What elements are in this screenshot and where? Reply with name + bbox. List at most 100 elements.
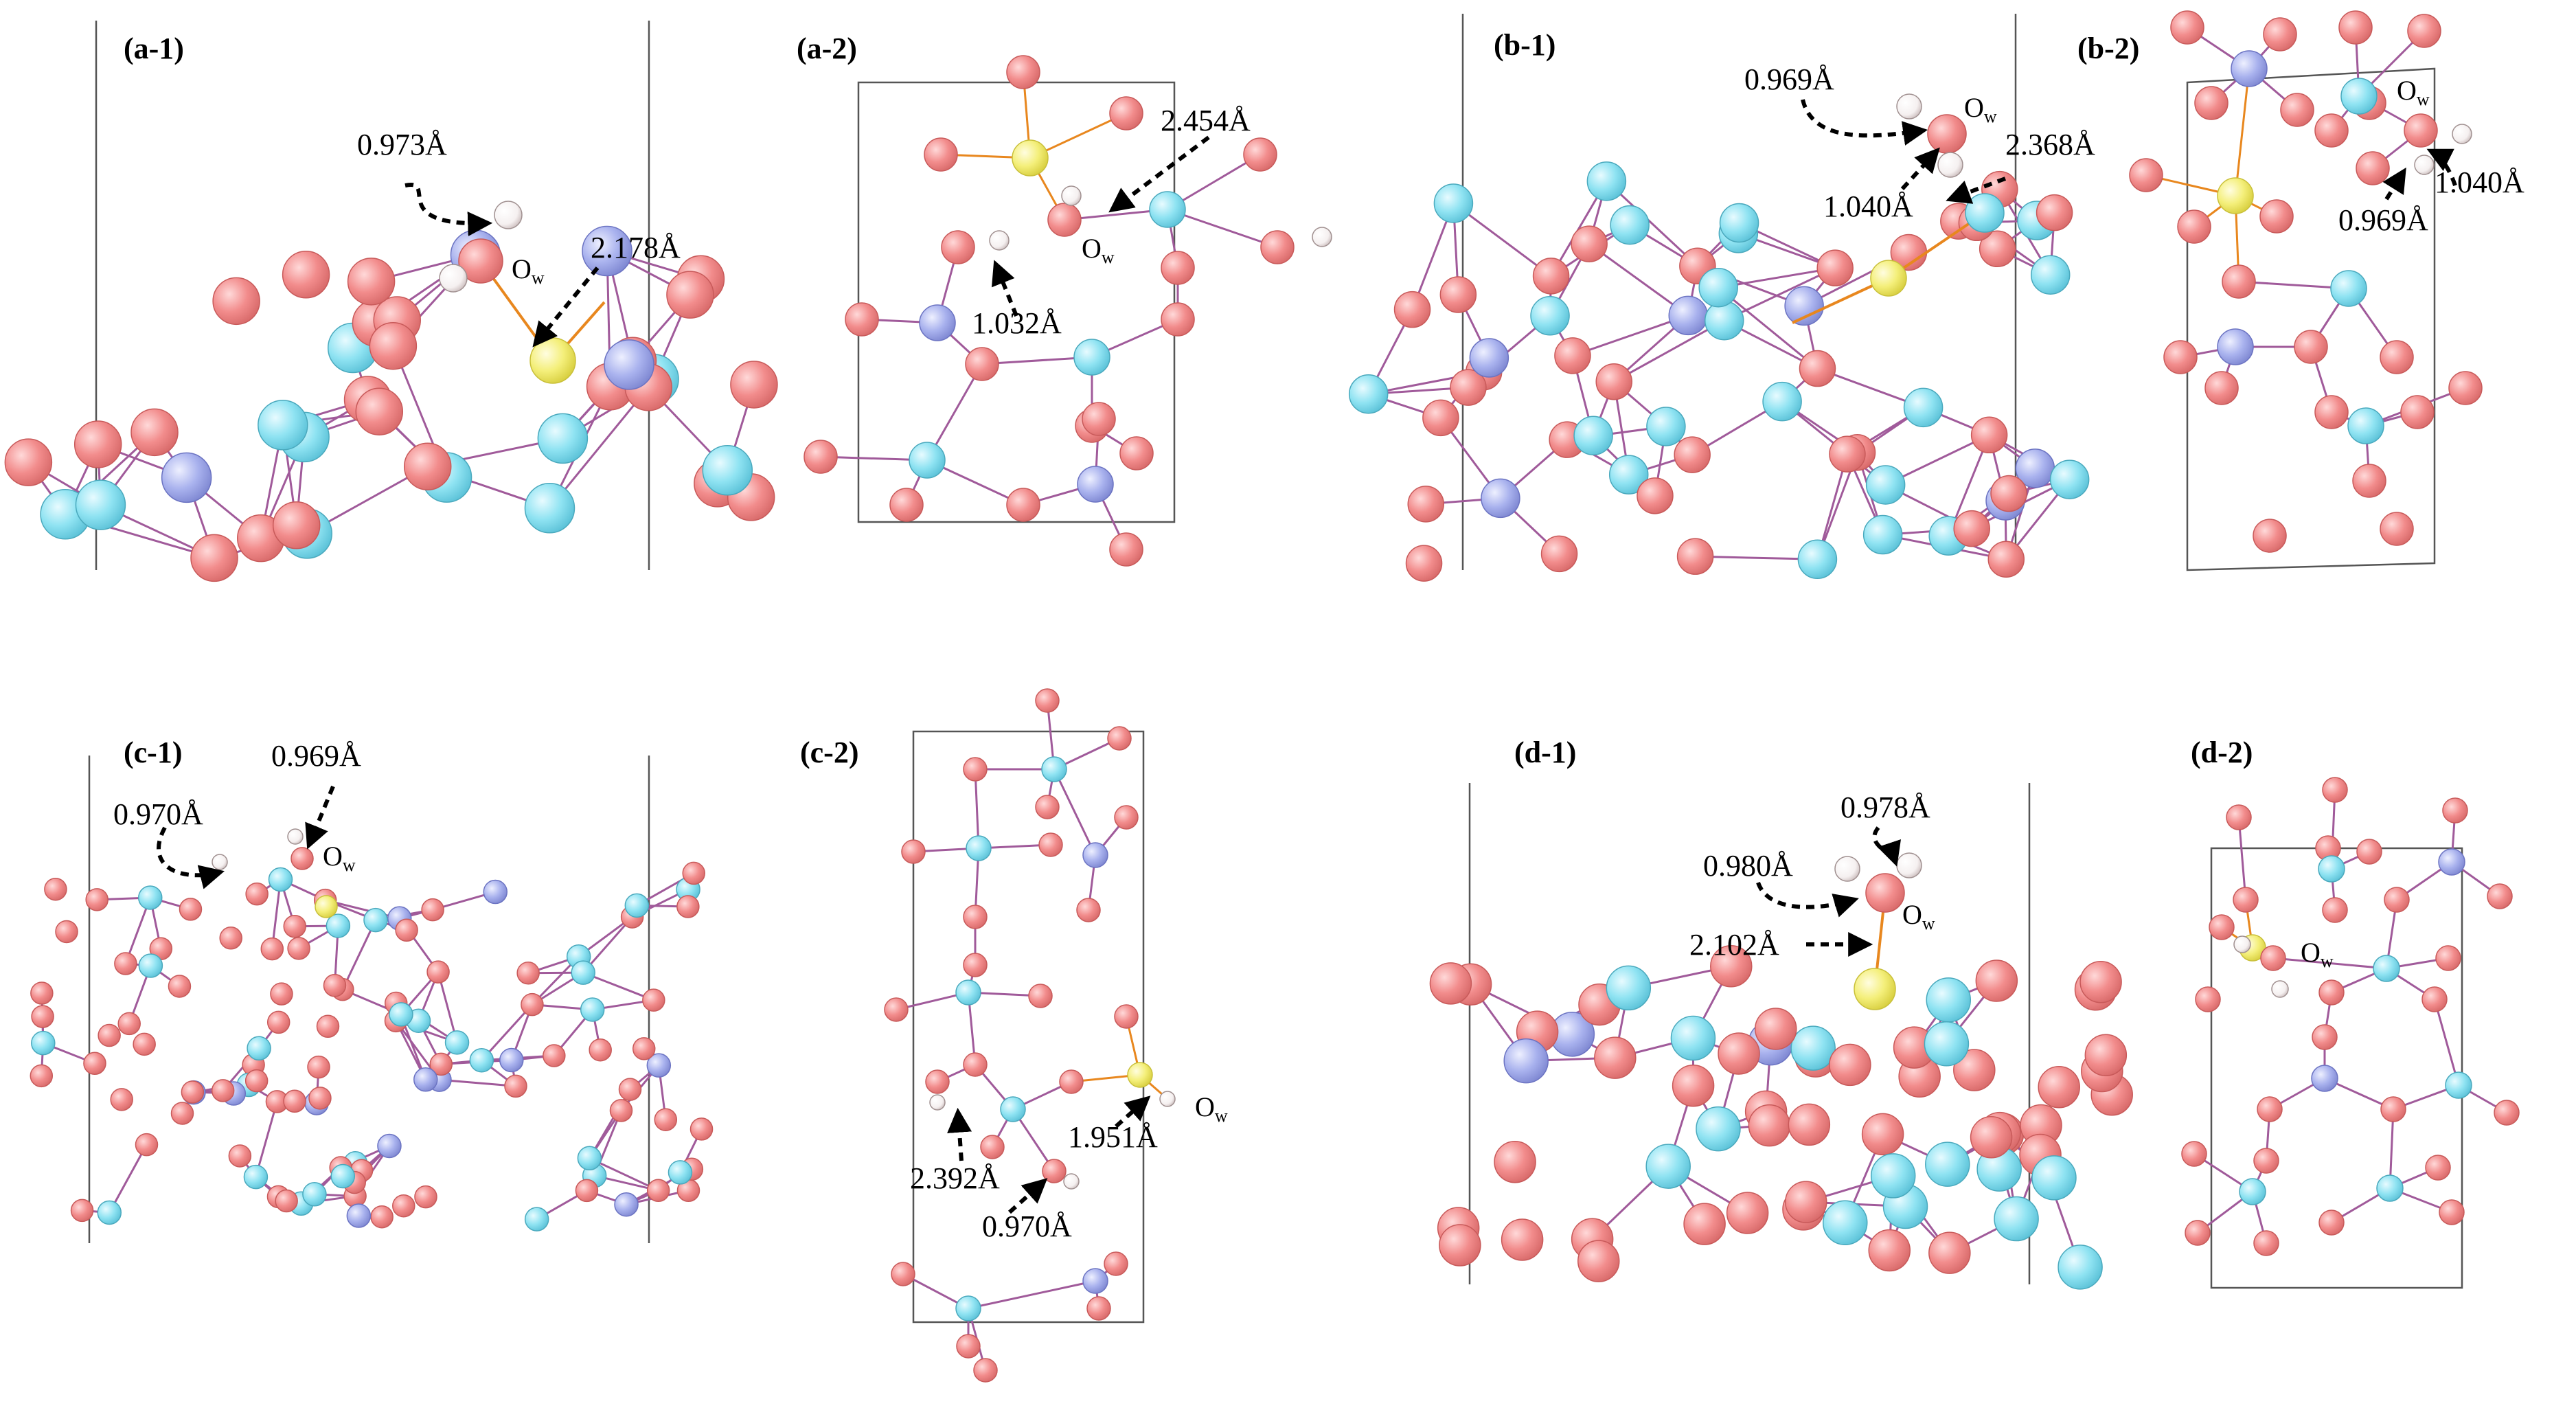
oxygen-atom: [1501, 1218, 1544, 1261]
oxygen-atom: [1577, 1240, 1620, 1282]
panel-d2: (d-2)Ow: [2181, 736, 2520, 1289]
aluminum-atom: [2311, 1065, 2338, 1092]
bond-line: [1053, 769, 1097, 856]
aluminum-atom: [1082, 1268, 1108, 1294]
oxygen-atom: [275, 1189, 298, 1213]
oxygen-atom: [2194, 86, 2229, 120]
silicon-atom: [2058, 1245, 2103, 1290]
oxygen-atom: [1710, 944, 1753, 988]
silicon-atom: [138, 953, 163, 978]
bond-line: [108, 1144, 148, 1214]
oxygen-atom: [963, 953, 988, 977]
silicon-atom: [1530, 296, 1570, 336]
oxygen-atom: [260, 937, 284, 961]
oxygen-atom: [1114, 1004, 1139, 1029]
water-oxygen-label: Ow: [2397, 75, 2430, 109]
silicon-atom: [75, 479, 126, 530]
silicon-atom: [668, 1160, 693, 1185]
distance-label: 1.951Å: [1068, 1120, 1158, 1154]
oxygen-atom: [2294, 330, 2328, 364]
oxygen-atom: [1927, 114, 1967, 154]
oxygen-atom: [2280, 93, 2314, 127]
silicon-atom: [1149, 191, 1186, 228]
bond-line: [254, 1101, 278, 1178]
oxygen-atom: [133, 1032, 156, 1056]
silicon-atom: [330, 1163, 356, 1189]
oxygen-atom: [2314, 113, 2349, 148]
oxygen-atom: [632, 1037, 656, 1060]
oxygen-atom: [1674, 436, 1711, 473]
oxygen-atom: [1042, 1159, 1067, 1183]
oxygen-atom: [1953, 1049, 1996, 1091]
silicon-atom: [1994, 1196, 2039, 1242]
oxygen-atom: [1114, 805, 1139, 830]
hydrogen-atom: [287, 828, 304, 845]
silicon-atom: [1586, 161, 1627, 201]
silicon-atom: [31, 1030, 56, 1056]
aluminum-atom: [1469, 338, 1509, 378]
oxygen-atom: [2233, 887, 2259, 913]
distance-label: 2.178Å: [591, 231, 681, 264]
oxygen-atom: [429, 1052, 453, 1076]
oxygen-atom: [925, 1069, 950, 1094]
oxygen-atom: [2226, 804, 2252, 830]
distance-label: 0.978Å: [1840, 791, 1930, 824]
oxygen-atom: [30, 981, 54, 1005]
hydrogen-atom: [989, 230, 1010, 251]
silicon-atom: [580, 997, 605, 1022]
distance-label: 2.392Å: [910, 1161, 1000, 1195]
distance-arrow: [2382, 167, 2406, 201]
aluminum-atom: [1503, 1038, 1549, 1084]
silicon-atom: [326, 913, 351, 938]
oxygen-atom: [889, 488, 924, 522]
oxygen-atom: [1035, 688, 1060, 713]
bond-line: [926, 363, 983, 461]
panel-label: (b-1): [1494, 28, 1555, 62]
silicon-atom: [966, 835, 992, 861]
oxygen-atom: [2204, 371, 2239, 405]
oxygen-atom: [1450, 369, 1487, 406]
panel-label: (b-2): [2077, 32, 2139, 65]
bond-line: [589, 1157, 659, 1192]
aluminum-atom: [2217, 328, 2254, 365]
distance-arrow: [991, 260, 1018, 317]
oxygen-atom: [1861, 1113, 1904, 1156]
silicon-atom: [258, 400, 308, 451]
oxygen-atom: [521, 992, 544, 1017]
oxygen-atom: [924, 137, 958, 172]
silicon-atom: [1903, 387, 1944, 428]
panel-label: (d-1): [1514, 736, 1576, 769]
oxygen-atom: [2407, 14, 2441, 48]
oxygen-atom: [1637, 477, 1674, 514]
oxygen-atom: [1161, 251, 1195, 285]
distance-label: 2.102Å: [1689, 928, 1779, 962]
silicon-atom: [1606, 965, 1652, 1011]
oxygen-atom: [135, 1133, 159, 1157]
silicon-atom: [2031, 1155, 2077, 1201]
silicon-atom: [909, 442, 946, 479]
oxygen-atom: [4, 438, 53, 486]
bond-line: [1572, 314, 1689, 357]
oxygen-atom: [1726, 1192, 1769, 1234]
oxygen-atom: [1595, 363, 1632, 400]
oxygen-atom: [956, 1334, 981, 1359]
aluminum-atom: [499, 1047, 524, 1073]
silicon-atom: [138, 885, 163, 910]
silicon-atom: [1865, 465, 1906, 505]
oxygen-atom: [965, 347, 999, 381]
silicon-atom: [1790, 1025, 1836, 1071]
oxygen-atom: [589, 1038, 612, 1062]
oxygen-atom: [980, 1135, 1005, 1159]
oxygen-atom: [2038, 1065, 2080, 1109]
oxygen-atom: [2322, 777, 2348, 803]
oxygen-atom: [403, 442, 452, 490]
distance-label: 1.040Å: [1823, 190, 1913, 223]
oxygen-atom: [219, 927, 242, 950]
oxygen-atom: [1119, 436, 1154, 470]
silicon-atom: [247, 1036, 271, 1061]
oxygen-atom: [1868, 1229, 1911, 1272]
oxygen-atom: [1829, 1043, 1871, 1087]
